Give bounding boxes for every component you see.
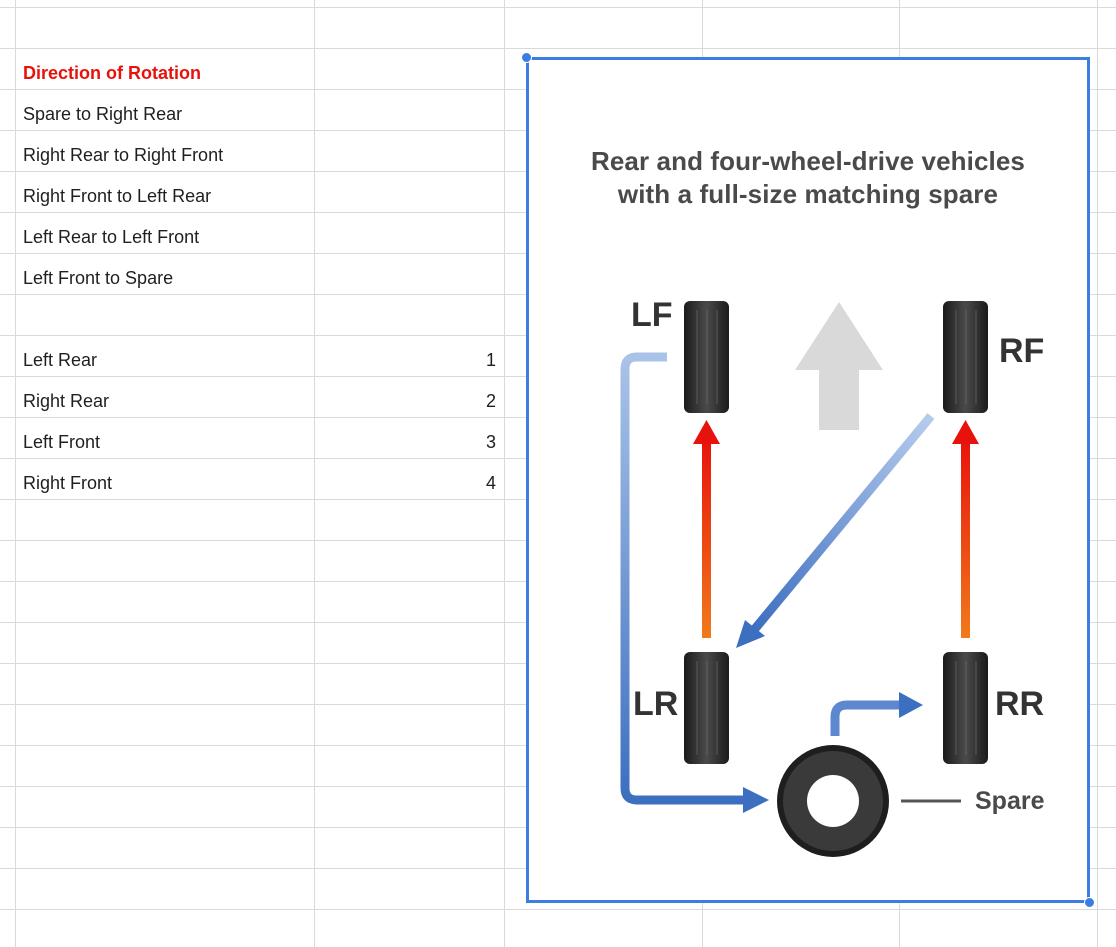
cell-step[interactable]: Right Rear to Right Front [23, 145, 224, 165]
column-divider [15, 0, 16, 947]
cell-position-value[interactable]: 2 [485, 391, 496, 411]
cell-position-label[interactable]: Right Front [23, 473, 113, 493]
blue-arrow-left-front-to-spare [620, 352, 769, 813]
diagram-canvas [620, 301, 988, 857]
cell-position-value[interactable]: 3 [485, 432, 496, 452]
row-divider [0, 7, 1116, 8]
cell-position-label[interactable]: Left Rear [23, 350, 98, 370]
red-arrow-right-rear-to-front [952, 420, 979, 638]
cell-position-label[interactable]: Left Front [23, 432, 101, 452]
label-left-front: LF [631, 296, 673, 334]
diagram-title-line-2: with a full-size matching spare [617, 179, 999, 209]
cell-step[interactable]: Spare to Right Rear [23, 104, 183, 124]
blue-arrow-right-front-to-left-rear [736, 413, 935, 648]
label-right-rear: RR [995, 685, 1045, 723]
cell-step[interactable]: Left Rear to Left Front [23, 227, 200, 247]
cell-step[interactable]: Right Front to Left Rear [23, 186, 212, 206]
red-arrow-left-rear-to-front [693, 420, 720, 638]
tire-rotation-diagram[interactable]: Rear and four-wheel-drive vehicles with … [526, 57, 1090, 903]
blue-arrow-spare-to-right-rear [830, 692, 923, 736]
cell-header-direction[interactable]: Direction of Rotation [23, 63, 201, 83]
diagram-title-line-1: Rear and four-wheel-drive vehicles [591, 146, 1025, 176]
cell-step[interactable]: Left Front to Spare [23, 268, 174, 288]
cell-position-label[interactable]: Right Rear [23, 391, 110, 411]
label-right-front: RF [999, 332, 1045, 370]
resize-handle-bottom-right[interactable] [1084, 897, 1095, 908]
column-divider [314, 0, 315, 947]
cell-position-value[interactable]: 4 [485, 473, 496, 493]
column-divider [504, 0, 505, 947]
tread-pattern [696, 310, 977, 755]
row-divider [0, 909, 1116, 910]
forward-direction-arrow [795, 302, 883, 430]
label-spare: Spare [975, 787, 1045, 815]
resize-handle-top-left[interactable] [521, 52, 532, 63]
spare-tire [777, 745, 961, 857]
cell-position-value[interactable]: 1 [485, 350, 496, 370]
column-divider [1097, 0, 1098, 947]
label-left-rear: LR [633, 685, 679, 723]
row-divider [0, 48, 1116, 49]
